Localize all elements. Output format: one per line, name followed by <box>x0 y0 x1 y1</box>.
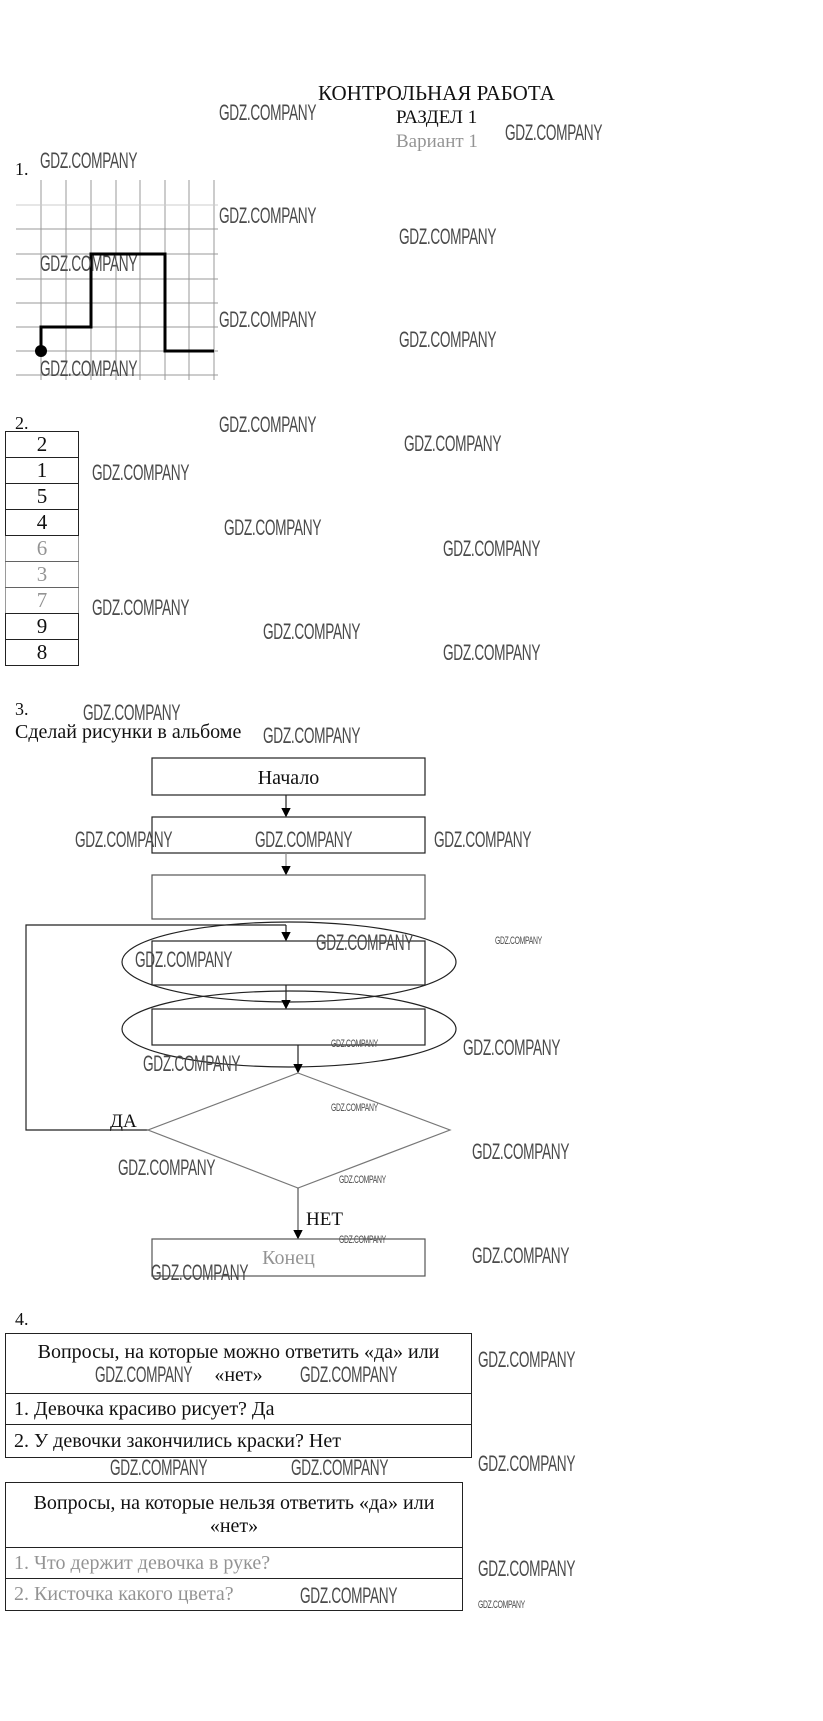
watermark: GDZ.COMPANY <box>135 947 233 972</box>
watermark: GDZ.COMPANY <box>478 1451 576 1476</box>
task-3-number: 3. <box>15 699 29 719</box>
sequence-cell: 1 <box>5 457 79 484</box>
watermark: GDZ.COMPANY <box>505 120 603 145</box>
sequence-cell: 7 <box>5 587 79 614</box>
watermark: GDZ.COMPANY <box>472 1139 570 1164</box>
watermark: GDZ.COMPANY <box>316 930 414 955</box>
sequence-cell: 3 <box>5 561 79 588</box>
flowchart-start-label: Начало <box>257 767 320 789</box>
sequence-cell: 9 <box>5 613 79 640</box>
table-row: 2. Кисточка какого цвета? <box>5 1578 463 1611</box>
watermark: GDZ.COMPANY <box>331 1038 378 1050</box>
path-line <box>39 252 214 353</box>
start-box <box>151 757 426 796</box>
grid-path-figure <box>16 180 218 380</box>
watermark: GDZ.COMPANY <box>95 1362 193 1387</box>
sequence-cell: 4 <box>5 509 79 536</box>
watermark: GDZ.COMPANY <box>399 224 497 249</box>
watermark: GDZ.COMPANY <box>143 1051 241 1076</box>
watermark: GDZ.COMPANY <box>263 723 361 748</box>
watermark: GDZ.COMPANY <box>219 307 317 332</box>
table-header: Вопросы, на которые можно ответить «да» … <box>5 1333 472 1394</box>
watermark: GDZ.COMPANY <box>219 100 317 125</box>
watermark: GDZ.COMPANY <box>399 327 497 352</box>
open-questions-table: Вопросы, на которые нельзя ответить «да»… <box>5 1482 463 1611</box>
watermark: GDZ.COMPANY <box>92 460 190 485</box>
table-row: 1. Девочка красиво рисует? Да <box>5 1393 472 1425</box>
watermark: GDZ.COMPANY <box>300 1362 398 1387</box>
page-title: КОНТРОЛЬНАЯ РАБОТА <box>318 81 555 105</box>
watermark: GDZ.COMPANY <box>291 1455 389 1480</box>
watermark: GDZ.COMPANY <box>255 827 353 852</box>
watermark: GDZ.COMPANY <box>300 1583 398 1608</box>
watermark: GDZ.COMPANY <box>478 1556 576 1581</box>
yes-no-questions-table: Вопросы, на которые можно ответить «да» … <box>5 1333 472 1458</box>
process-box-1 <box>151 816 426 854</box>
watermark: GDZ.COMPANY <box>443 536 541 561</box>
watermark: GDZ.COMPANY <box>472 1243 570 1268</box>
watermark: GDZ.COMPANY <box>331 1102 378 1114</box>
watermark: GDZ.COMPANY <box>224 515 322 540</box>
variant-label: Вариант 1 <box>396 131 478 152</box>
sequence-cell: 8 <box>5 639 79 666</box>
task-1-number: 1. <box>15 159 29 179</box>
task-3-instruction: Сделай рисунки в альбоме <box>15 721 242 743</box>
section-label: РАЗДЕЛ 1 <box>396 107 478 128</box>
watermark: GDZ.COMPANY <box>118 1155 216 1180</box>
task-2-number: 2. <box>15 413 29 433</box>
watermark: GDZ.COMPANY <box>40 356 138 381</box>
watermark: GDZ.COMPANY <box>92 595 190 620</box>
sequence-cell: 6 <box>5 535 79 562</box>
flowchart <box>25 757 457 1277</box>
watermark: GDZ.COMPANY <box>40 251 138 276</box>
sequence-cell: 5 <box>5 483 79 510</box>
watermark: GDZ.COMPANY <box>263 619 361 644</box>
watermark: GDZ.COMPANY <box>495 935 542 947</box>
table-row: 1. Что держит девочка в руке? <box>5 1547 463 1579</box>
watermark: GDZ.COMPANY <box>463 1035 561 1060</box>
watermark: GDZ.COMPANY <box>110 1455 208 1480</box>
watermark: GDZ.COMPANY <box>434 827 532 852</box>
watermark: GDZ.COMPANY <box>404 431 502 456</box>
flowchart-yes-label: ДА <box>110 1111 137 1132</box>
watermark: GDZ.COMPANY <box>219 203 317 228</box>
table-row: 2. У девочки закончились краски? Нет <box>5 1424 472 1458</box>
watermark: GDZ.COMPANY <box>219 412 317 437</box>
process-box-4 <box>151 1008 426 1046</box>
end-box <box>151 1238 426 1277</box>
watermark: GDZ.COMPANY <box>75 827 173 852</box>
watermark: GDZ.COMPANY <box>478 1599 525 1611</box>
task-4-number: 4. <box>15 1309 29 1329</box>
sequence-cell: 2 <box>5 431 79 458</box>
flowchart-end-label: Конец <box>262 1247 315 1269</box>
flowchart-no-label: НЕТ <box>306 1209 343 1230</box>
watermark: GDZ.COMPANY <box>151 1260 249 1285</box>
watermark: GDZ.COMPANY <box>83 700 181 725</box>
start-dot <box>35 345 47 357</box>
process-box-2 <box>151 874 426 920</box>
process-box-3 <box>151 940 426 986</box>
watermark: GDZ.COMPANY <box>443 640 541 665</box>
highlight-ellipse-2 <box>121 990 457 1068</box>
watermark: GDZ.COMPANY <box>339 1234 386 1246</box>
watermark: GDZ.COMPANY <box>40 148 138 173</box>
watermark: GDZ.COMPANY <box>478 1347 576 1372</box>
watermark: GDZ.COMPANY <box>339 1174 386 1186</box>
loop-line <box>25 924 286 1131</box>
table-header: Вопросы, на которые нельзя ответить «да»… <box>5 1482 463 1548</box>
